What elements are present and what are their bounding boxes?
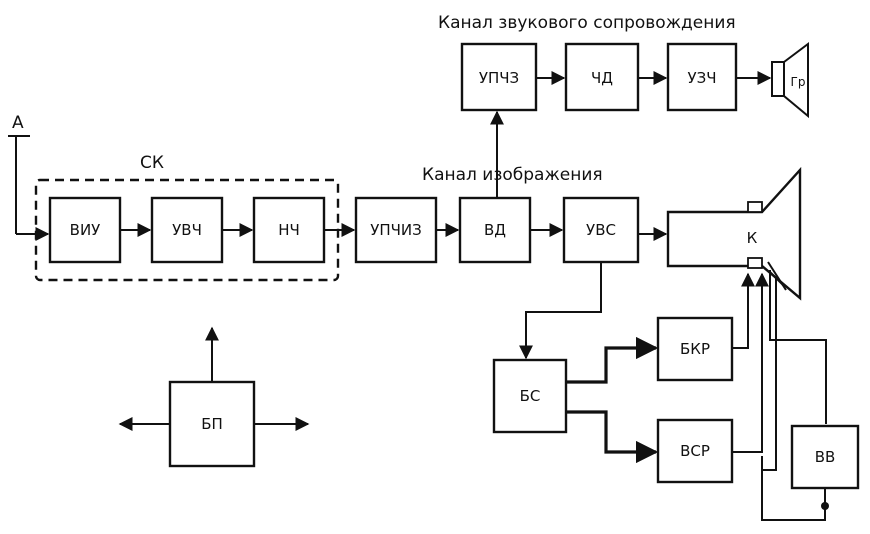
svg-text:Гр: Гр xyxy=(791,75,806,89)
block-uvch: УВЧ xyxy=(150,196,224,264)
block-uvs: УВС xyxy=(562,196,640,264)
image-channel-caption: Канал изображения xyxy=(422,165,603,185)
svg-text:УПЧИЗ: УПЧИЗ xyxy=(370,221,422,239)
svg-text:ВВ: ВВ xyxy=(815,448,836,466)
block-bkr: БКР xyxy=(656,316,734,382)
antenna-label: А xyxy=(12,113,24,133)
svg-text:БС: БС xyxy=(520,387,541,405)
svg-text:УЗЧ: УЗЧ xyxy=(687,69,716,87)
svg-text:УВЧ: УВЧ xyxy=(172,221,202,239)
svg-text:УПЧЗ: УПЧЗ xyxy=(479,69,519,87)
block-viu: ВИУ xyxy=(48,196,122,264)
svg-text:БКР: БКР xyxy=(680,340,710,358)
svg-text:ЧД: ЧД xyxy=(591,69,613,87)
block-upchz: УПЧЗ xyxy=(460,42,538,112)
svg-text:ВИУ: ВИУ xyxy=(70,221,101,239)
sk-caption: СК xyxy=(140,153,164,173)
block-vd: ВД xyxy=(458,196,532,264)
svg-text:ВСР: ВСР xyxy=(680,442,710,460)
block-bsr: ВСР xyxy=(656,418,734,484)
svg-text:УВС: УВС xyxy=(586,221,616,239)
antenna-icon xyxy=(8,135,30,234)
signal-wires xyxy=(16,71,829,521)
sound-channel-caption: Канал звукового сопровождения xyxy=(438,13,736,33)
svg-text:ВД: ВД xyxy=(484,221,506,239)
svg-text:К: К xyxy=(747,229,758,247)
block-uzch: УЗЧ xyxy=(666,42,738,112)
loudspeaker-icon: Гр xyxy=(771,42,809,119)
block-vv: ВВ xyxy=(790,424,860,490)
block-chd: ЧД xyxy=(564,42,640,112)
block-upchiz: УПЧИЗ xyxy=(354,196,438,264)
kinescope-block: К xyxy=(666,166,802,301)
svg-text:НЧ: НЧ xyxy=(278,221,300,239)
svg-text:БП: БП xyxy=(201,415,223,433)
block-bp: БП xyxy=(168,380,256,468)
block-pch: НЧ xyxy=(252,196,326,264)
block-bs: БС xyxy=(492,358,568,434)
